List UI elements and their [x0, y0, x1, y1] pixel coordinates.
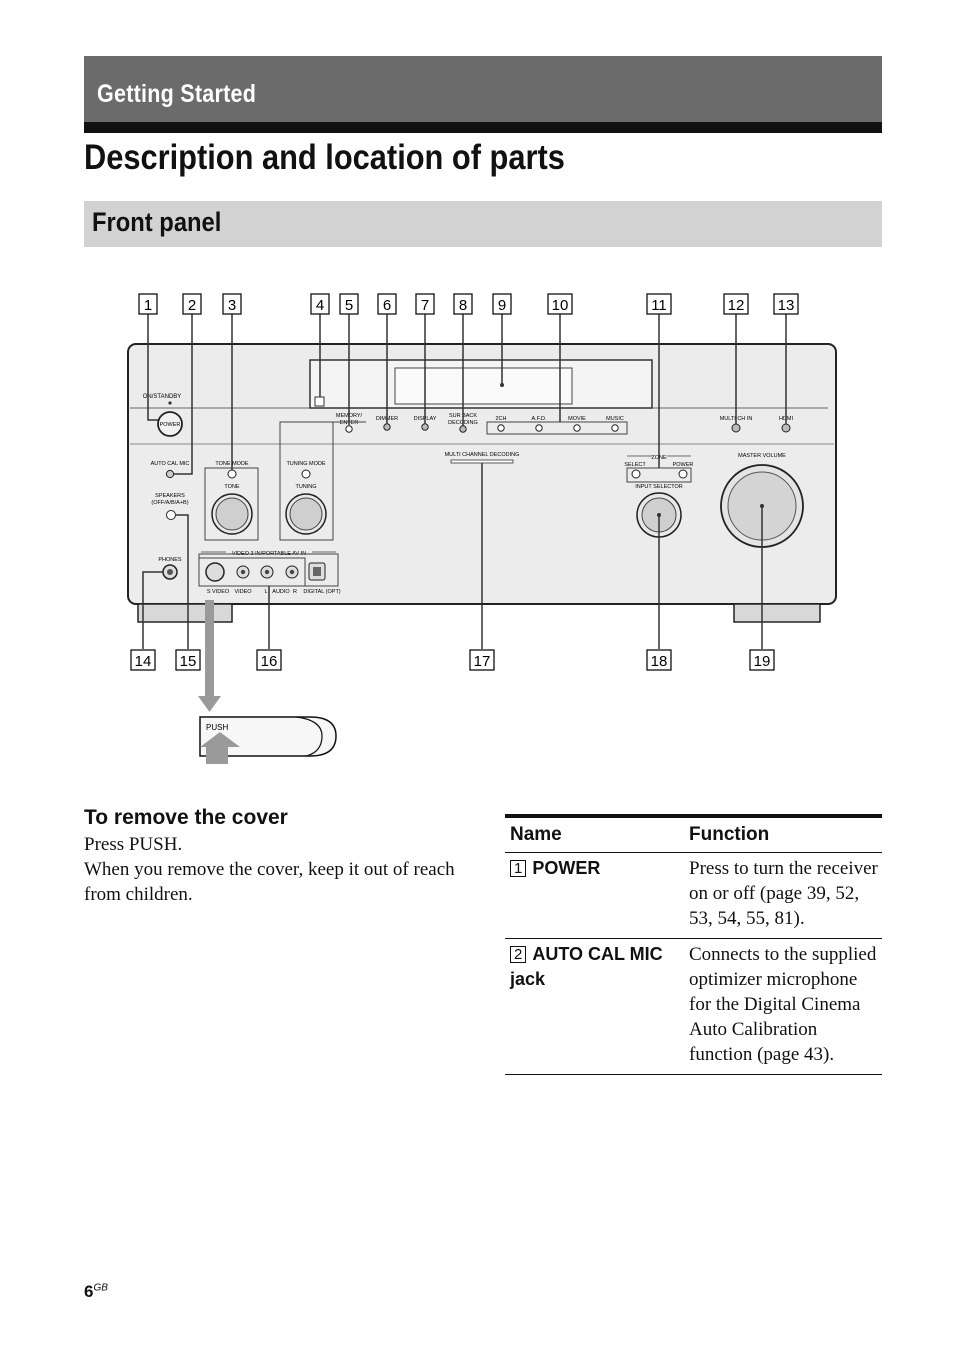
column-header-name: Name	[505, 814, 684, 853]
right-foot	[733, 603, 821, 623]
svg-text:TONE: TONE	[224, 484, 240, 490]
page-title: Description and location of parts	[84, 138, 565, 177]
cover-line: When you remove the cover, keep it out o…	[84, 859, 455, 905]
cover-instructions: Press PUSH. When you remove the cover, k…	[84, 832, 464, 907]
svg-text:19: 19	[754, 653, 771, 670]
svg-text:(OFF/A/B/A+B): (OFF/A/B/A+B)	[151, 500, 188, 506]
cover-arrow-shaft	[205, 600, 214, 700]
svg-text:8: 8	[459, 297, 467, 314]
tuning-mode-button[interactable]	[301, 469, 311, 479]
svg-text:4: 4	[316, 297, 324, 314]
svg-text:POWER: POWER	[160, 422, 181, 428]
hdmi-button[interactable]	[781, 423, 791, 433]
push-label[interactable]: PUSH	[206, 723, 228, 732]
svg-text:SELECT: SELECT	[624, 462, 646, 468]
part-name-text: POWER	[532, 858, 601, 878]
part-number: 1	[510, 860, 527, 877]
2ch-button[interactable]	[497, 424, 505, 432]
remote-sensor	[314, 396, 325, 407]
svg-text:INPUT SELECTOR: INPUT SELECTOR	[635, 484, 683, 490]
svg-text:16: 16	[261, 653, 278, 670]
music-button[interactable]	[611, 424, 619, 432]
svg-text:TUNING MODE: TUNING MODE	[286, 461, 325, 467]
subsection-bar	[84, 201, 882, 247]
front-panel-diagram: ON/STANDBY POWER MEMORY/ ENTER DIMMER DI…	[127, 293, 837, 764]
svg-text:VIDEO: VIDEO	[234, 589, 252, 595]
svg-text:POWER: POWER	[673, 462, 694, 468]
svg-text:2: 2	[188, 297, 196, 314]
svg-text:13: 13	[778, 297, 795, 314]
svg-text:MUSIC: MUSIC	[606, 416, 624, 422]
speakers-button[interactable]	[166, 510, 176, 520]
svg-text:17: 17	[474, 653, 491, 670]
tone-mode-button[interactable]	[227, 469, 237, 479]
callouts-top: 1 2 3 4 5 6 7 8 9 10 11 12 13	[138, 293, 799, 315]
movie-button[interactable]	[573, 424, 581, 432]
svg-text:3: 3	[228, 297, 236, 314]
push-arrow	[206, 747, 228, 764]
section-title: Getting Started	[97, 80, 257, 108]
section-header-rule	[84, 122, 882, 133]
svg-text:1: 1	[144, 297, 152, 314]
cover-heading: To remove the cover	[84, 806, 288, 829]
svg-text:6: 6	[383, 297, 391, 314]
svg-text:R: R	[293, 589, 297, 595]
zone-power-button[interactable]	[678, 469, 688, 479]
multi-ch-in-button[interactable]	[731, 423, 741, 433]
afd-button[interactable]	[535, 424, 543, 432]
svg-text:12: 12	[728, 297, 745, 314]
svg-text:SPEAKERS: SPEAKERS	[155, 493, 185, 499]
svg-text:PHONES: PHONES	[158, 557, 182, 563]
svg-text:AUTO CAL MIC: AUTO CAL MIC	[151, 461, 190, 467]
sur-back-decoding-button[interactable]	[459, 425, 467, 433]
svg-text:MULTI CHANNEL DECODING: MULTI CHANNEL DECODING	[445, 452, 520, 458]
callouts-bottom: 14 15 16 17 18 19	[130, 649, 775, 671]
svg-text:5: 5	[345, 297, 353, 314]
section-header-bar	[84, 56, 882, 122]
svg-text:AUDIO: AUDIO	[272, 589, 290, 595]
page-number: 6GB	[84, 1282, 108, 1301]
parts-table: Name Function 1 POWER Press to turn the r…	[505, 814, 882, 1075]
memory-enter-button[interactable]	[345, 425, 353, 433]
svg-text:MASTER VOLUME: MASTER VOLUME	[738, 453, 786, 459]
svg-text:MOVIE: MOVIE	[568, 416, 586, 422]
svg-text:7: 7	[421, 297, 429, 314]
svg-text:2CH: 2CH	[495, 416, 506, 422]
auto-cal-mic-jack[interactable]	[165, 469, 175, 479]
column-header-function: Function	[684, 814, 882, 853]
part-function: Connects to the supplied optimizer micro…	[684, 938, 882, 1075]
s-video-jack[interactable]	[205, 562, 225, 582]
multi-channel-decoding-indicator	[450, 459, 514, 464]
svg-text:10: 10	[552, 297, 569, 314]
svg-text:14: 14	[135, 653, 152, 670]
svg-text:15: 15	[180, 653, 197, 670]
svg-text:L: L	[264, 589, 267, 595]
part-number: 2	[510, 946, 527, 963]
svg-text:A.F.D.: A.F.D.	[532, 416, 547, 422]
svg-text:18: 18	[651, 653, 668, 670]
table-row: 1 POWER Press to turn the receiver on or …	[505, 852, 882, 939]
svg-text:ON/STANDBY: ON/STANDBY	[143, 394, 182, 400]
svg-text:9: 9	[498, 297, 506, 314]
part-function: Press to turn the receiver on or off (pa…	[684, 852, 882, 939]
part-name: 1 POWER	[505, 852, 684, 939]
power-button[interactable]	[157, 411, 183, 437]
cover-line: Press PUSH.	[84, 834, 183, 855]
dimmer-button[interactable]	[383, 423, 391, 431]
cover-arrow-head	[198, 696, 221, 712]
display-button[interactable]	[421, 423, 429, 431]
zone-select-button[interactable]	[631, 469, 641, 479]
svg-text:TUNING: TUNING	[295, 484, 316, 490]
svg-text:S VIDEO: S VIDEO	[207, 589, 230, 595]
part-name-text: AUTO CAL MIC jack	[510, 944, 663, 989]
svg-text:11: 11	[651, 297, 667, 314]
left-foot	[137, 603, 233, 623]
subsection-title: Front panel	[92, 207, 222, 237]
svg-text:DIGITAL (OPT): DIGITAL (OPT)	[303, 589, 340, 595]
